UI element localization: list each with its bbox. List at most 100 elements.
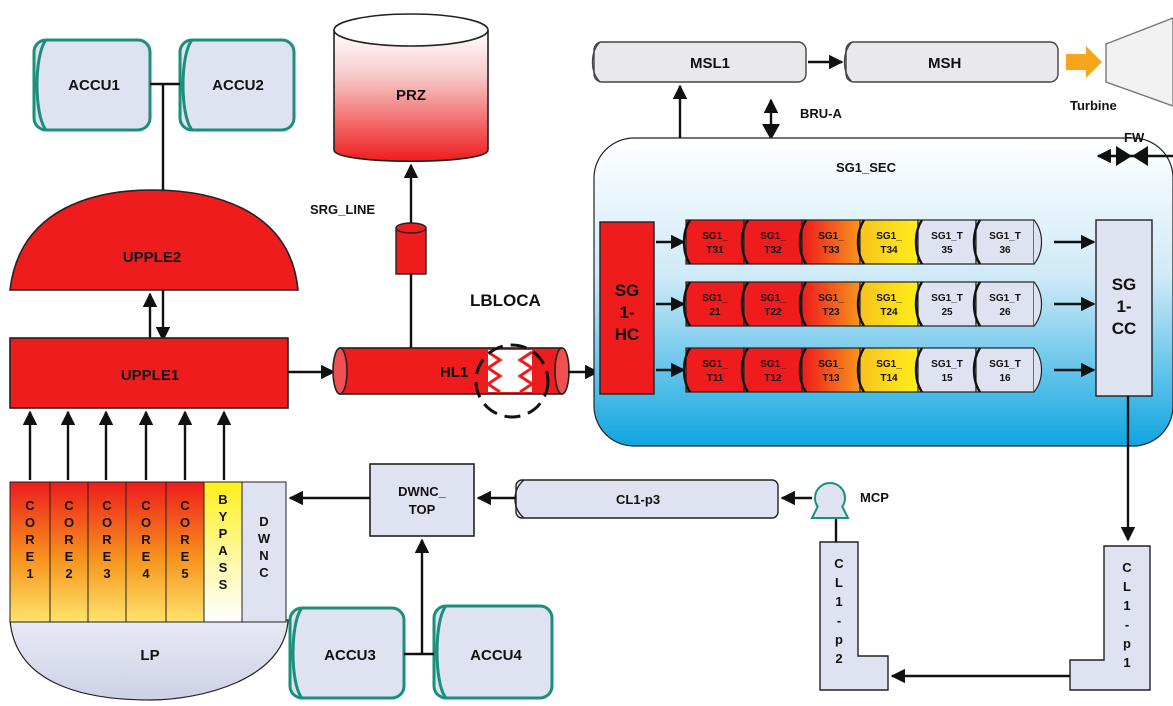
- sg-tube-label-top: SG1_: [876, 359, 902, 370]
- core-channel-3: [87, 481, 127, 623]
- sg-tube-label-bottom: 16: [999, 373, 1011, 384]
- sg-tube-label-top: SG1_: [702, 359, 728, 370]
- sg-tube-segment: [859, 219, 919, 265]
- msl1-label: MSL1: [690, 55, 730, 72]
- core-channel-2: [49, 481, 89, 623]
- srg-line-label: SRG_LINE: [310, 202, 375, 217]
- lbloca-label: LBLOCA: [470, 291, 541, 310]
- sg-tube-segment: [859, 281, 919, 327]
- sg1-hc-line-2: 1-: [619, 303, 634, 322]
- sg-tube-row: SG1_T11SG1_T12SG1_T13SG1_T14SG1_T15SG1_T…: [656, 347, 1096, 393]
- accu3-tank: ACCU3: [288, 606, 406, 700]
- cl1-p2-pipe: [819, 541, 889, 691]
- sg-tube-label-top: SG1_T: [989, 231, 1021, 242]
- sg1-sec-label: SG1_SEC: [836, 160, 897, 175]
- sg-tube-label-bottom: 15: [941, 373, 953, 384]
- cl1-p1-pipe: [1069, 545, 1151, 691]
- sg-tube-row: SG1_T31SG1_T32SG1_T33SG1_T34SG1_T35SG1_T…: [656, 219, 1096, 265]
- core-to-upple1-arrows: [22, 410, 232, 480]
- core-channels: [9, 481, 287, 623]
- turbine-flow-arrow: [1066, 46, 1102, 78]
- sg-tube-label-top: SG1_: [876, 231, 902, 242]
- sg-tube-segment: [917, 219, 977, 265]
- turbine-icon: [1105, 17, 1173, 107]
- accu2-tank: ACCU2: [178, 38, 296, 132]
- turbine-label: Turbine: [1070, 98, 1117, 113]
- sg-tube-label-bottom: T34: [880, 245, 898, 256]
- sg-tube-label-bottom: 21: [709, 307, 721, 318]
- fw-label: FW: [1124, 130, 1145, 145]
- sg-tube-label-top: SG1_: [760, 359, 786, 370]
- surge-line-pipe: [395, 222, 427, 275]
- sg1-hc-line-1: SG: [615, 281, 640, 300]
- sg-tube-label-bottom: T24: [880, 307, 898, 318]
- sg-tube-segment: [975, 347, 1035, 393]
- sg-tube-label-bottom: 35: [941, 245, 953, 256]
- sg-tube-label-bottom: T13: [822, 373, 840, 384]
- sg-tube-label-bottom: T12: [764, 373, 782, 384]
- accu4-tank: ACCU4: [432, 604, 554, 700]
- sg-tube-segment: [743, 219, 803, 265]
- sg-tube-label-top: SG1_T: [989, 293, 1021, 304]
- hl1-label: HL1: [440, 364, 468, 381]
- sg-tube-label-bottom: T11: [707, 373, 724, 384]
- sg-tube-segment: [917, 281, 977, 327]
- sg-tube-label-top: SG1_T: [931, 293, 963, 304]
- sg-tube-label-bottom: T22: [764, 307, 782, 318]
- pressurizer: PRZ: [333, 13, 489, 163]
- sg-tube-label-top: SG1_T: [989, 359, 1021, 370]
- msh-label: MSH: [928, 55, 961, 72]
- sg-tube-label-bottom: T23: [822, 307, 840, 318]
- accu3-label: ACCU3: [324, 647, 376, 664]
- core-channel-4: [125, 481, 167, 623]
- hot-leg-hl1: HL1: [332, 347, 570, 395]
- lbloca-break: LBLOCA: [470, 291, 550, 419]
- sg-tube-label-top: SG1_: [760, 293, 786, 304]
- sg1-hc: SG 1- HC: [599, 221, 655, 395]
- dwnc-channel: [241, 481, 287, 623]
- sg-tube-label-top: SG1_: [818, 359, 844, 370]
- upple2-label: UPPLE2: [123, 249, 181, 266]
- sg-tube-label-top: SG1_: [702, 293, 728, 304]
- sg-tube-label-top: SG1_: [876, 293, 902, 304]
- sg1-cc-line-1: SG: [1112, 275, 1137, 294]
- sg-tube-segment: [801, 219, 861, 265]
- sg1-hc-line-3: HC: [615, 325, 640, 344]
- sg-tube-label-top: SG1_: [760, 231, 786, 242]
- core-channel-5: [165, 481, 205, 623]
- sg-tube-label-top: SG1_T: [931, 231, 963, 242]
- sg-tube-label-bottom: 26: [999, 307, 1011, 318]
- sg1-cc-line-3: CC: [1112, 319, 1137, 338]
- sg-tube-label-bottom: 36: [999, 245, 1011, 256]
- accu1-tank: ACCU1: [32, 38, 152, 132]
- upple2-dome: UPPLE2: [9, 189, 299, 291]
- accu2-label: ACCU2: [212, 77, 264, 94]
- sg-tube-label-bottom: 25: [941, 307, 953, 318]
- dwnc-top-line-2: TOP: [409, 502, 436, 517]
- prz-label: PRZ: [396, 87, 426, 104]
- sg-tube-segment: [685, 219, 745, 265]
- cl1-p3-pipe: CL1-p3: [514, 479, 779, 519]
- sg-tube-segment: [975, 219, 1035, 265]
- mcp-pump-icon: [810, 482, 850, 519]
- dwnc-top-line-1: DWNC_: [398, 484, 446, 499]
- lp-label: LP: [140, 647, 159, 664]
- sg-tube-segment: [685, 281, 745, 327]
- mcp-label: MCP: [860, 490, 889, 505]
- accu4-label: ACCU4: [470, 647, 522, 664]
- sg-tube-row: SG1_21SG1_T22SG1_T23SG1_T24SG1_T25SG1_T2…: [656, 281, 1096, 327]
- dwnc-top: DWNC_ TOP: [369, 463, 475, 537]
- sg-tube-label-bottom: T14: [880, 373, 898, 384]
- sg-tube-label-bottom: T31: [706, 245, 724, 256]
- lower-plenum: LP: [9, 619, 289, 701]
